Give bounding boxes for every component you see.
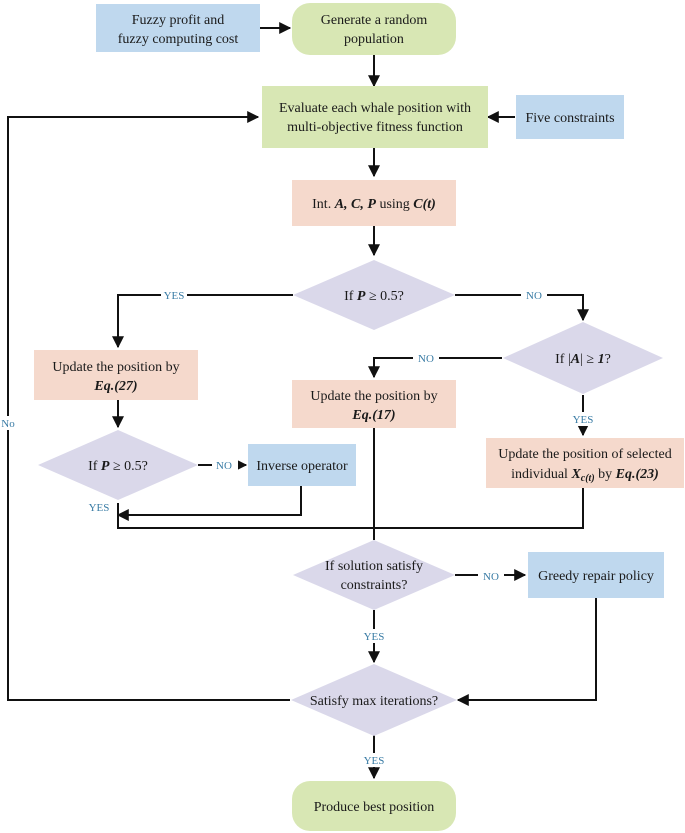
node-decision-iter: Satisfy max iterations?	[291, 664, 457, 736]
decision-constraints-line1: If solution satisfy	[325, 559, 423, 574]
node-greedy: Greedy repair policy	[528, 552, 664, 598]
fuzzy-input-box	[96, 4, 260, 52]
node-decision-p2: If P ≥ 0.5?	[38, 430, 198, 500]
edge-inverse-return	[116, 486, 302, 521]
node-constraints: Five constraints	[516, 95, 624, 139]
evaluate-line2: multi-objective fitness function	[287, 120, 463, 135]
node-decision-a: If |A| ≥ 1?	[503, 322, 663, 394]
decision-a-label: If |A| ≥ 1?	[555, 352, 611, 367]
init-box	[292, 180, 456, 226]
node-init: Int. A, C, P using C(t)	[292, 180, 456, 226]
evaluate-box	[262, 86, 488, 148]
node-generate: Generate a random population	[292, 3, 456, 55]
node-decision-p1: If P ≥ 0.5?	[293, 260, 455, 330]
edge-decision-a-no	[368, 357, 502, 379]
generate-box	[292, 3, 456, 55]
node-best: Produce best position	[292, 781, 456, 831]
best-box	[292, 781, 456, 831]
edges	[7, 22, 597, 780]
edge-decision-p1-yes	[112, 294, 293, 349]
edge-merge-line	[117, 487, 584, 529]
label-yes-p2: YES	[89, 502, 110, 514]
decision-p1-label: If P ≥ 0.5?	[344, 289, 404, 304]
node-decision-constraints: If solution satisfy constraints?	[293, 540, 455, 610]
edge-greedy-to-iter	[456, 598, 597, 706]
inverse-box	[248, 444, 356, 486]
update17-box	[292, 380, 456, 428]
node-update17: Update the position by Eq.(17)	[292, 380, 456, 428]
node-evaluate: Evaluate each whale position with multi-…	[262, 86, 488, 148]
update27-eq: Eq.(27)	[93, 379, 137, 394]
edge-iter-no-loop	[7, 111, 290, 701]
decision-constraints-diamond	[293, 540, 455, 610]
label-no-p2: NO	[216, 460, 232, 472]
inverse-label: Inverse operator	[256, 459, 348, 474]
init-label: Int. A, C, P using C(t)	[312, 197, 436, 212]
greedy-box	[528, 552, 664, 598]
node-update23: Update the position of selected individu…	[486, 438, 684, 488]
update17-line1: Update the position by	[310, 389, 437, 404]
label-yes-p1: YES	[164, 290, 185, 302]
label-no-p1: NO	[526, 290, 542, 302]
edge-labels: YES NO NO YES NO YES NO YES No YES	[0, 288, 596, 767]
fuzzy-input-line2: fuzzy computing cost	[118, 32, 239, 47]
decision-a-diamond	[503, 322, 663, 394]
constraints-box	[516, 95, 624, 139]
label-no-a: NO	[418, 353, 434, 365]
node-update27: Update the position by Eq.(27)	[34, 350, 198, 400]
constraints-label: Five constraints	[525, 111, 614, 126]
fuzzy-input-line1: Fuzzy profit and	[132, 13, 225, 28]
decision-p2-diamond	[38, 430, 198, 500]
decision-p2-label: If P ≥ 0.5?	[88, 459, 148, 474]
update23-line2: individual Xc(t) by Eq.(23)	[511, 467, 659, 484]
label-yes-iter: YES	[364, 755, 385, 767]
best-label: Produce best position	[314, 800, 435, 815]
generate-line1: Generate a random	[321, 13, 428, 28]
decision-p1-diamond	[293, 260, 455, 330]
label-no-iter: No	[1, 418, 15, 430]
decision-iter-label: Satisfy max iterations?	[310, 694, 438, 709]
update27-box	[34, 350, 198, 400]
label-no-constraints: NO	[483, 571, 499, 583]
node-fuzzy-input: Fuzzy profit and fuzzy computing cost	[96, 4, 260, 52]
evaluate-line1: Evaluate each whale position with	[279, 101, 471, 116]
decision-constraints-line2: constraints?	[341, 578, 408, 593]
greedy-label: Greedy repair policy	[538, 569, 654, 584]
decision-iter-diamond	[291, 664, 457, 736]
generate-line2: population	[344, 32, 404, 47]
label-yes-a: YES	[573, 414, 594, 426]
node-inverse: Inverse operator	[248, 444, 356, 486]
update23-line1: Update the position of selected	[498, 447, 671, 462]
update17-eq: Eq.(17)	[351, 408, 395, 423]
update23-box	[486, 438, 684, 488]
update27-line1: Update the position by	[52, 360, 179, 375]
label-yes-constraints: YES	[364, 631, 385, 643]
edge-decision-p1-no	[455, 294, 589, 322]
